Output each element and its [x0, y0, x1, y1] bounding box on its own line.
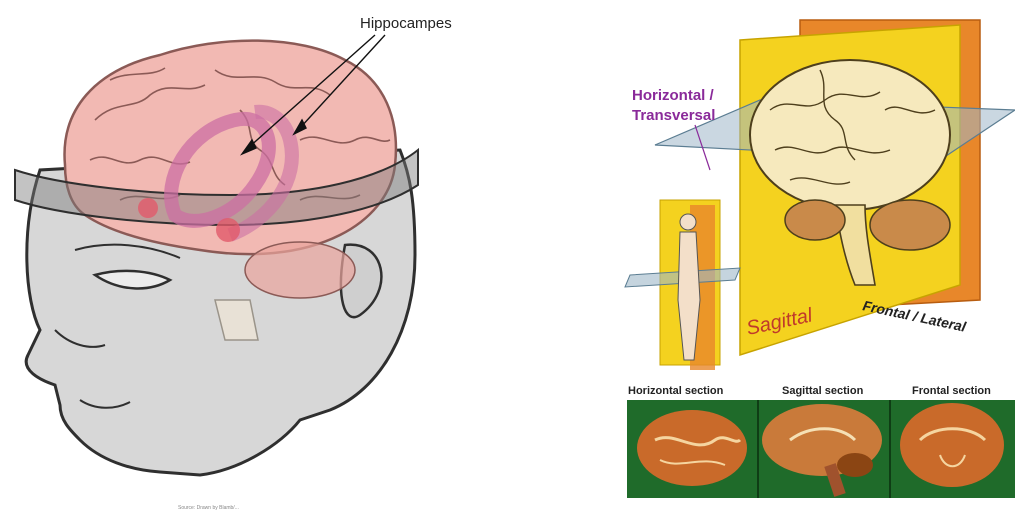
- transversal-plane-label: Transversal: [632, 107, 715, 124]
- section-label-sagittal: Sagittal section: [782, 385, 864, 397]
- hippocampus-callout-label: Hippocampes: [360, 15, 452, 32]
- illustration-credit: Source: Drawn by Blamb/...: [178, 505, 239, 511]
- head-brain-illustration: Hippocampes Source: Drawn by Blamb/...: [0, 0, 560, 513]
- horizontal-section-image: [637, 410, 747, 486]
- cerebellum: [245, 242, 355, 298]
- head-brain-svg: Hippocampes Source: Drawn by Blamb/...: [0, 0, 560, 513]
- horizontal-plane-label: Horizontal /: [632, 87, 714, 104]
- body-figure: [625, 200, 740, 370]
- frontal-section-image: [900, 403, 1004, 487]
- anatomical-planes-figure: Horizontal / Transversal Sagittal Fronta…: [600, 0, 1015, 513]
- section-label-frontal: Frontal section: [912, 385, 991, 397]
- planes-svg: Horizontal / Transversal Sagittal Fronta…: [600, 0, 1015, 513]
- section-label-horizontal: Horizontal section: [628, 385, 724, 397]
